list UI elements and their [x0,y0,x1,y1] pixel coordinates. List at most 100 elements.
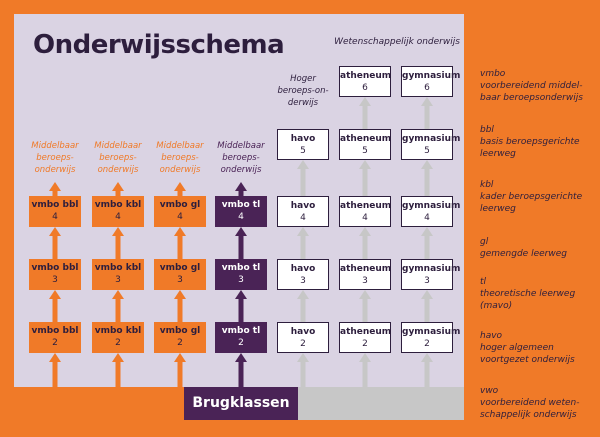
box-level: 3 [362,276,368,286]
box-name: gymnasium [402,327,461,337]
level-box: atheneum 3 [339,259,391,290]
bottom-bar-left [14,387,184,420]
box-level: 4 [362,213,368,223]
up-arrow [235,353,247,387]
box-name: vmbo gl [159,200,201,210]
column-label-line: Middelbaar [94,141,142,151]
up-arrow [174,182,186,196]
box-level: 5 [424,146,430,156]
box-name: gymnasium [402,134,461,144]
level-box: atheneum 4 [339,196,391,227]
up-arrow [112,353,124,387]
wo-header: Wetenschappelijk onderwijs [334,37,460,47]
bottom-bar-right [298,387,464,420]
legend-desc: baar beroepsonderwijs [480,93,583,103]
up-arrow [49,353,61,387]
column-label-line: beroeps- [99,153,137,163]
legend-entry: bbl basis beroepsgerichte leerweg [480,124,595,160]
box-name: atheneum [340,327,392,337]
box-name: havo [290,327,316,337]
legend-desc: leerweg [480,204,516,214]
box-level: 5 [362,146,368,156]
up-arrow [112,227,124,259]
legend-abbr: havo [480,331,503,341]
up-arrow [297,227,309,259]
box-level: 3 [300,276,306,286]
box-level: 4 [300,213,306,223]
brugklassen-label: Brugklassen [192,395,290,411]
column-label-line: onderwijs [34,165,76,175]
box-name: vmbo tl [221,263,261,273]
box-level: 4 [238,212,244,222]
box-name: vmbo bbl [31,200,79,210]
box-name: atheneum [340,201,392,211]
up-arrow [297,353,309,387]
box-name: vmbo kbl [94,326,142,336]
box-name: vmbo kbl [94,263,142,273]
column-label-line: beroeps- [222,153,260,163]
box-name: vmbo tl [221,200,261,210]
column-label-line: onderwijs [159,165,201,175]
legend-desc: gemengde leerweg [480,249,567,259]
bottom-bar-middle [184,387,298,420]
box-name: vmbo gl [159,263,201,273]
box-level: 4 [115,212,121,222]
box-name: atheneum [340,134,392,144]
up-arrow [235,182,247,196]
column-label-line: derwijs [287,98,319,108]
box-level: 3 [424,276,430,286]
legend-desc: voorbereidend weten- [480,398,580,408]
column-label-line: onderwijs [220,165,262,175]
up-arrow [359,160,371,196]
up-arrow [49,227,61,259]
column-label-line: onderwijs [97,165,139,175]
column-label-line: Middelbaar [217,141,265,151]
box-name: gymnasium [402,71,461,81]
up-arrow [112,182,124,196]
up-arrow [112,290,124,322]
box-name: vmbo bbl [31,326,79,336]
legend-desc: voortgezet onderwijs [480,355,575,365]
legend-desc: basis beroepsgerichte [480,137,580,147]
up-arrow [235,227,247,259]
column-label: Middelbaar beroeps-onderwijs [88,140,148,176]
box-name: atheneum [340,264,392,274]
legend-desc: theoretische leerweg [480,289,576,299]
up-arrow [49,182,61,196]
legend-desc: leerweg [480,149,516,159]
level-box: vmbo tl 4 [215,196,267,227]
up-arrow [297,160,309,196]
column-label-line: Hoger [290,74,316,84]
page-title: Onderwijsschema [33,30,285,60]
box-level: 2 [238,338,244,348]
up-arrow [174,353,186,387]
up-arrow [421,290,433,322]
box-name: vmbo gl [159,326,201,336]
up-arrow [359,290,371,322]
legend-abbr: bbl [480,125,494,135]
box-level: 6 [362,83,368,93]
